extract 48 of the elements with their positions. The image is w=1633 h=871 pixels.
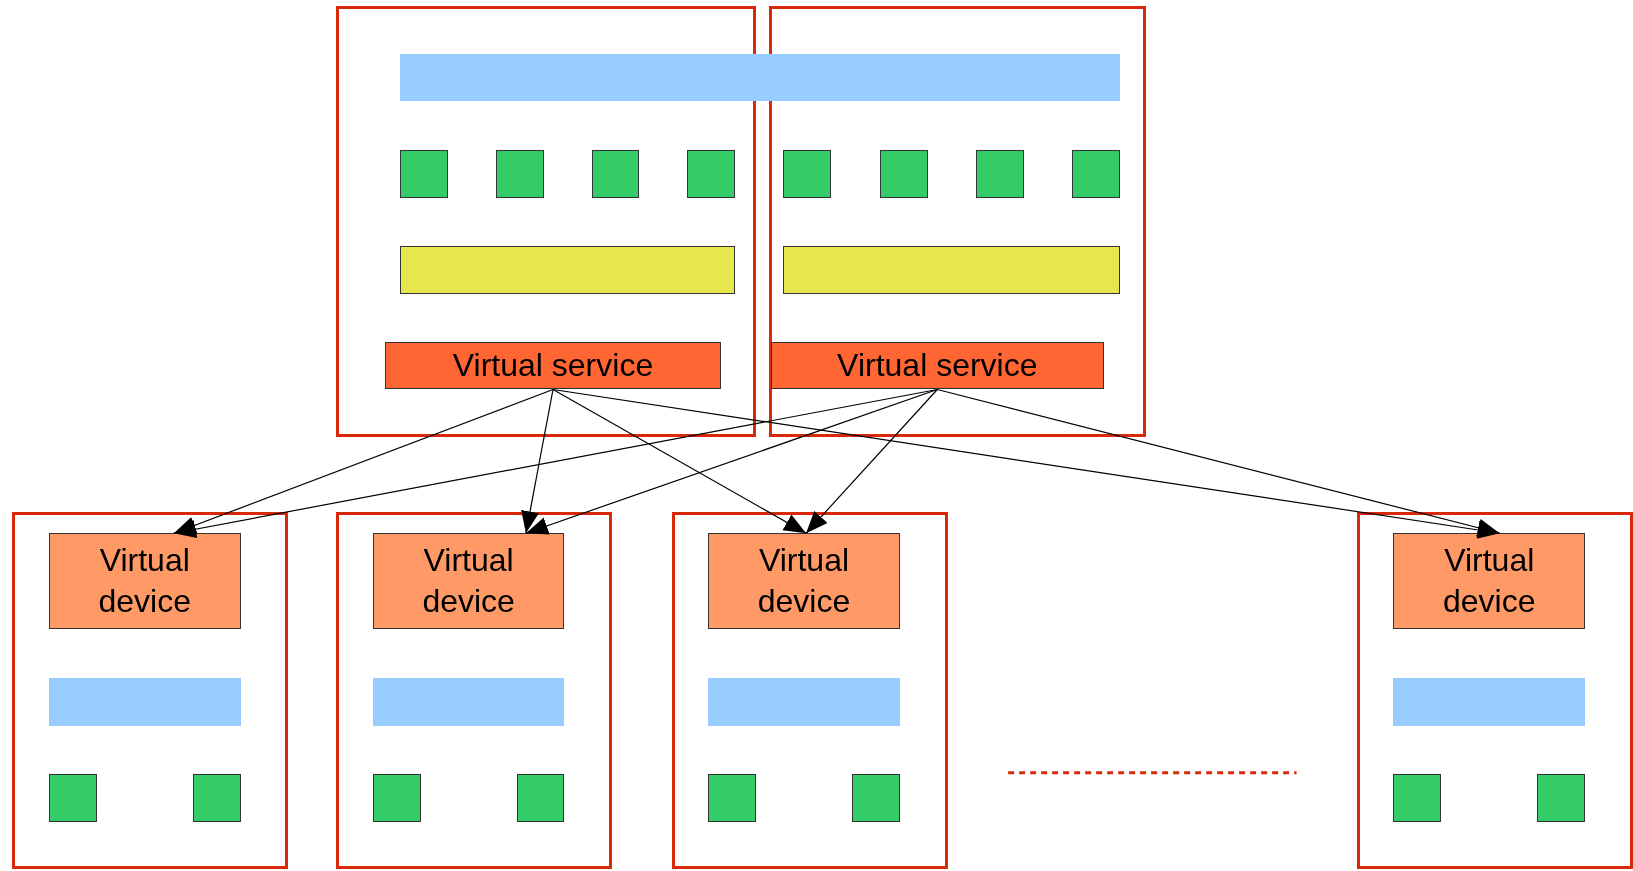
container-frame — [671, 512, 948, 869]
module-square — [591, 149, 640, 198]
layer-bar — [1393, 677, 1586, 726]
layer-bar — [708, 677, 900, 726]
layer-bar — [372, 677, 565, 726]
device-label: Virtual device — [1442, 540, 1537, 622]
device-box — [708, 533, 900, 630]
layer-bar — [399, 245, 736, 294]
module-square — [880, 149, 928, 198]
container-frame — [768, 6, 1146, 438]
device-box — [48, 533, 241, 630]
module-square — [192, 773, 241, 822]
module-square — [399, 149, 448, 198]
container-frame — [336, 6, 757, 438]
module-square — [851, 773, 900, 822]
service-label: Virtual service — [452, 345, 654, 385]
arrow — [805, 388, 938, 534]
module-square — [687, 149, 736, 198]
arrow — [525, 388, 938, 535]
module-square — [708, 773, 757, 822]
layer-bar — [783, 245, 1120, 294]
service-box — [770, 341, 1104, 390]
module-square — [495, 149, 544, 198]
arrow — [521, 388, 554, 534]
device-box — [372, 533, 565, 630]
module-square — [1071, 149, 1120, 198]
container-frame — [1357, 512, 1633, 869]
module-square — [372, 773, 421, 822]
layer-bar — [399, 54, 1120, 101]
container-frame — [12, 512, 289, 869]
arrow — [173, 388, 938, 538]
module-square — [48, 773, 97, 822]
module-square — [516, 773, 565, 822]
module-square — [975, 149, 1024, 198]
container-frame — [336, 512, 613, 869]
module-square — [1393, 773, 1442, 822]
arrow — [936, 388, 1501, 537]
device-label: Virtual device — [421, 540, 516, 622]
layer-bar — [48, 677, 241, 726]
device-box — [1393, 533, 1586, 630]
module-square — [783, 149, 832, 198]
module-square — [1537, 773, 1586, 822]
service-box — [385, 341, 721, 390]
service-label: Virtual service — [837, 345, 1038, 385]
arrow — [173, 388, 554, 534]
device-label: Virtual device — [756, 540, 852, 622]
device-label: Virtual device — [97, 540, 192, 622]
arrow — [552, 388, 807, 534]
